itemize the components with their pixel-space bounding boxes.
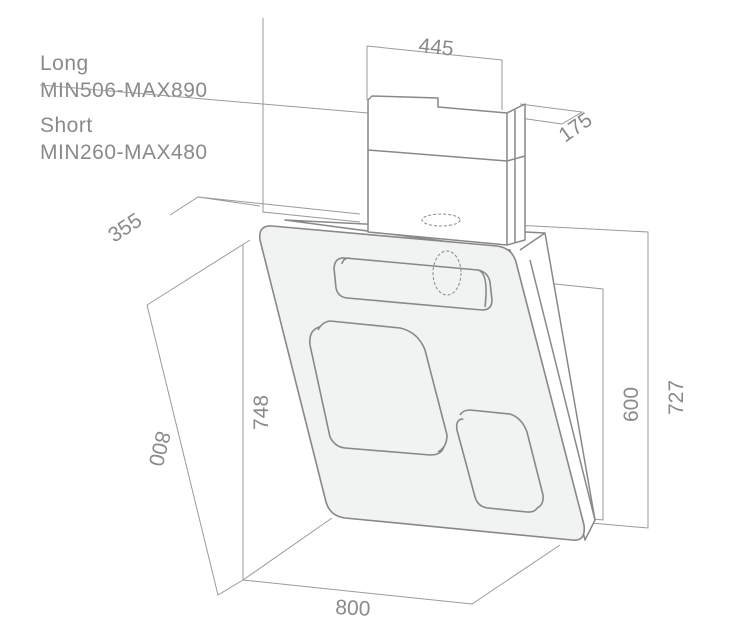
- dim-600: 600: [620, 387, 643, 422]
- dim-445: 445: [417, 34, 454, 61]
- dim-445-lines: [366, 45, 503, 110]
- dim-175-lines: [519, 103, 584, 125]
- variant-short-range: MIN260-MAX480: [40, 141, 208, 164]
- dim-800-width: 800: [335, 596, 371, 621]
- control-bar: [333, 257, 493, 311]
- dim-800-side: 800: [144, 429, 175, 469]
- variant-short-label: Short: [40, 114, 93, 137]
- dim-355: 355: [104, 209, 146, 247]
- dim-727: 727: [665, 380, 688, 415]
- dim-175: 175: [555, 108, 597, 147]
- dim-800-side-lines: [146, 239, 251, 596]
- height-range-guide: [39, 18, 369, 223]
- dim-355-lines: [169, 196, 649, 529]
- chimney-upper: [367, 95, 526, 246]
- dim-748: 748: [250, 395, 273, 430]
- variant-long-label: Long: [40, 52, 89, 75]
- dim-748-lines: [242, 245, 561, 605]
- variant-long-range: MIN506-MAX890: [40, 79, 208, 102]
